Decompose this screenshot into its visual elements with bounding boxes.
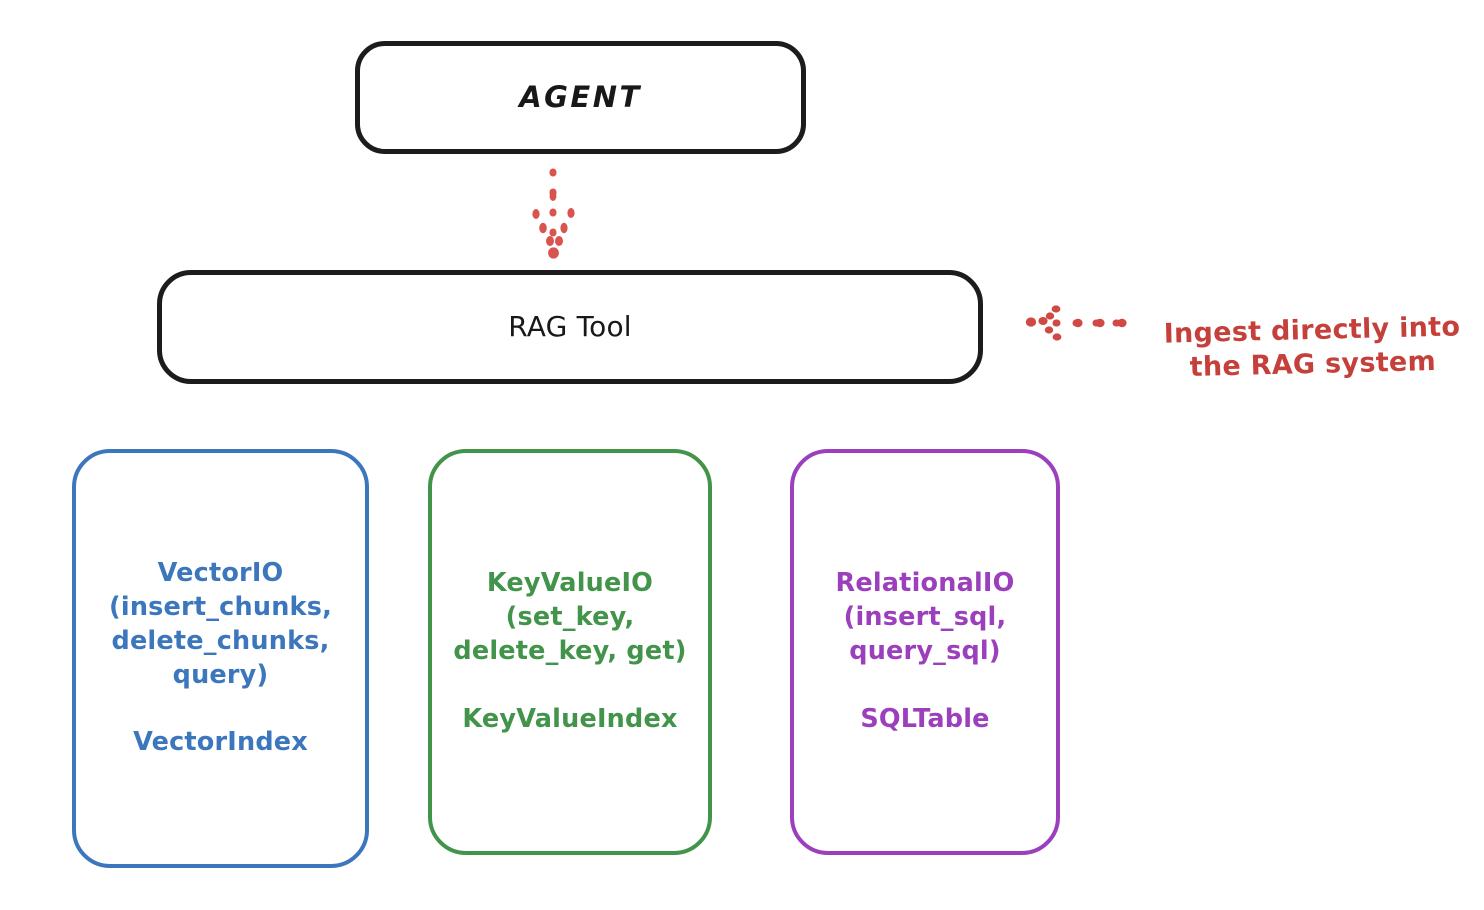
- node-agent[interactable]: AGENT: [355, 41, 806, 154]
- node-key-value-io[interactable]: KeyValueIO (set_key, delete_key, get) Ke…: [428, 449, 712, 855]
- node-agent-label: AGENT: [519, 79, 642, 114]
- connector-agent-to-rag-tool: [532, 168, 575, 259]
- annotation-ingest-directly: Ingest directly into the RAG system: [1146, 275, 1478, 387]
- node-vector-io[interactable]: VectorIO (insert_chunks, delete_chunks, …: [72, 449, 369, 868]
- node-relational-io-label: RelationalIO (insert_sql, query_sql) SQL…: [835, 568, 1015, 734]
- node-key-value-io-label: KeyValueIO (set_key, delete_key, get) Ke…: [453, 568, 687, 734]
- node-rag-tool[interactable]: RAG Tool: [157, 270, 983, 384]
- annotation-ingest-text: Ingest directly into the RAG system: [1163, 310, 1461, 384]
- node-rag-tool-label: RAG Tool: [508, 309, 632, 343]
- connector-annotation-to-rag-tool: [1025, 305, 1132, 341]
- node-relational-io[interactable]: RelationalIO (insert_sql, query_sql) SQL…: [790, 449, 1060, 855]
- node-vector-io-label: VectorIO (insert_chunks, delete_chunks, …: [109, 557, 332, 758]
